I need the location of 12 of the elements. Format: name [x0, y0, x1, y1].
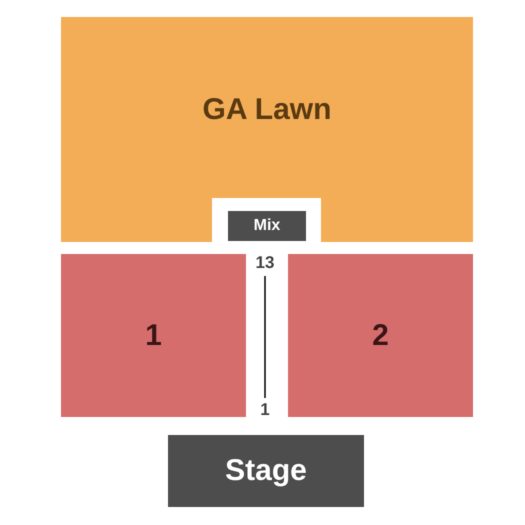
mix-booth: [228, 211, 306, 241]
seating-section: [288, 254, 473, 417]
section-label: Stage: [225, 454, 307, 488]
section-label: 2: [372, 318, 389, 352]
seating-section: [61, 254, 246, 417]
section-label: 1: [145, 318, 162, 352]
stage: [168, 435, 364, 507]
lawn-section: [61, 17, 473, 242]
row-number: 1: [259, 400, 271, 420]
row-number: 13: [254, 253, 276, 273]
section-label: Mix: [254, 217, 280, 235]
section-label: GA Lawn: [202, 92, 332, 126]
